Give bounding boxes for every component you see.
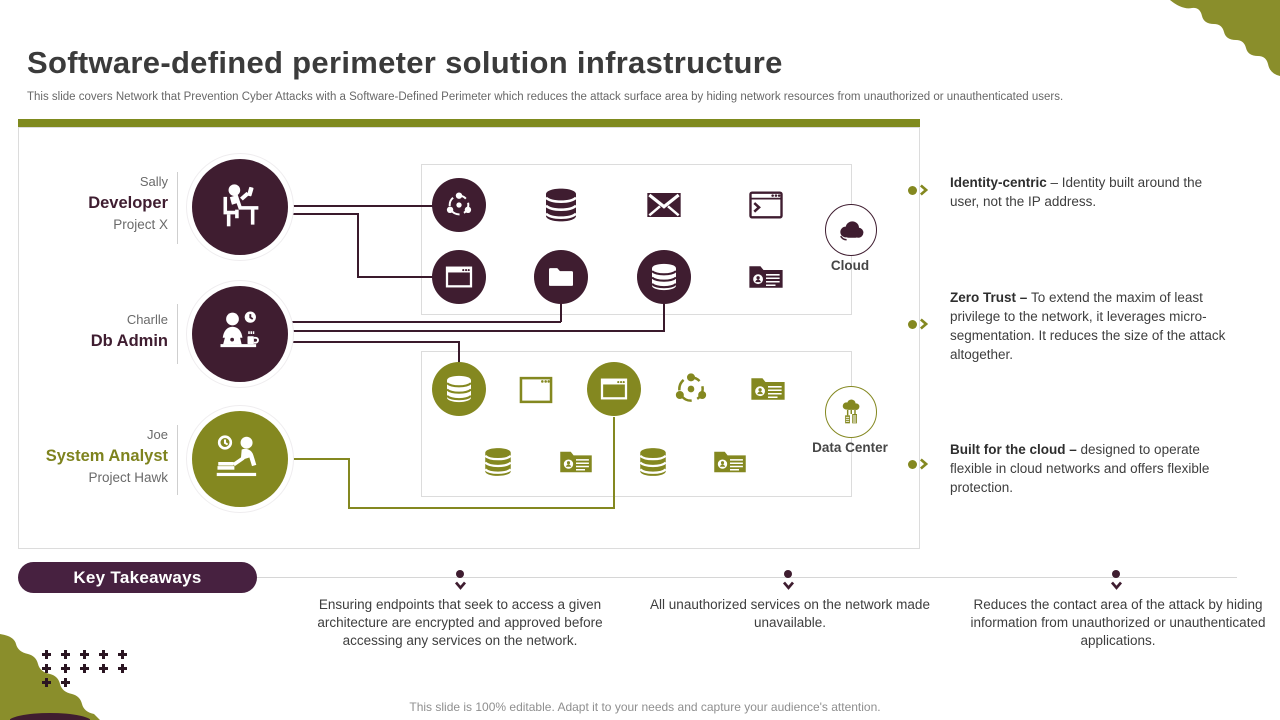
database-icon: [637, 250, 691, 304]
connector-joe-v2: [613, 417, 615, 509]
connector-joe-h1: [292, 458, 349, 460]
person-separator: [177, 172, 178, 244]
chevron-down-icon: [782, 581, 795, 590]
share-network-icon: [671, 369, 711, 409]
person-name: Sally: [139, 174, 168, 189]
connector-joe-h2: [348, 507, 615, 509]
connector-charlle-dcdb-v: [458, 341, 460, 364]
cloud-node: [825, 204, 877, 256]
contact-folder-icon: [712, 444, 748, 480]
person-label-charlle: Charlle Db Admin: [30, 312, 168, 354]
takeaway-text: All unauthorized services on the network…: [650, 597, 930, 630]
bullet-heading: Identity-centric: [950, 175, 1047, 190]
dot-icon: [1112, 570, 1120, 578]
bullet-body: To extend the maxim of least privilege t…: [950, 290, 1226, 362]
connector-charlle-folder-v: [560, 301, 562, 322]
contact-folder-icon: [747, 258, 785, 296]
person-name: Joe: [147, 427, 168, 442]
connector-charlle-db-v: [663, 303, 665, 332]
connector-joe-v1: [348, 458, 350, 509]
dot-icon: [784, 570, 792, 578]
datacenter-node: [825, 386, 877, 438]
datacenter-icon: [835, 396, 867, 428]
dot-icon: [908, 185, 917, 195]
contact-folder-icon: [749, 370, 787, 408]
takeaways-line: [257, 577, 1237, 578]
browser-window-icon: [517, 371, 555, 409]
person-project: Project X: [113, 217, 168, 233]
person-at-desk-icon: [210, 177, 270, 237]
cloud-icon: [835, 214, 867, 246]
database-icon: [541, 185, 581, 225]
page-title: Software-defined perimeter solution infr…: [27, 44, 783, 80]
key-takeaways-pill: Key Takeaways: [18, 562, 257, 593]
footer-note: This slide is 100% editable. Adapt it to…: [409, 700, 881, 714]
bullet-body: designed to operate flexible in cloud ne…: [950, 442, 1210, 495]
contact-folder-icon: [558, 444, 594, 480]
chevron-down-icon: [454, 581, 467, 590]
bullet-marker: [908, 318, 928, 330]
cloud-panel: [421, 164, 852, 315]
plus-pattern: [42, 650, 127, 692]
takeaway-marker: [452, 570, 468, 590]
cloud-label: Cloud: [830, 258, 870, 273]
mail-icon: [644, 185, 684, 225]
dot-icon: [456, 570, 464, 578]
connector-charlle-dcdb-h: [288, 341, 460, 343]
person-role: Developer: [88, 193, 168, 212]
avatar-joe: [192, 411, 288, 507]
corner-blob-top-right: [1170, 0, 1280, 76]
chevron-right-icon: [919, 318, 928, 330]
person-writing-icon: [210, 429, 270, 489]
person-separator: [177, 304, 178, 364]
person-separator: [177, 425, 178, 495]
takeaway-marker: [1108, 570, 1124, 590]
corner-blob-bottom-left-accent: [10, 713, 90, 720]
bullet-heading: Built for the cloud –: [950, 442, 1081, 457]
connector-sally-window-v: [357, 213, 359, 277]
takeaway-text: Reduces the contact area of the attack b…: [970, 597, 1266, 648]
datacenter-label: Data Center: [812, 440, 888, 455]
connector-charlle-folder-h: [288, 321, 561, 323]
database-icon: [481, 445, 515, 479]
person-project: Project Hawk: [88, 470, 168, 486]
person-role: System Analyst: [45, 446, 168, 465]
corner-blob-bottom-left: [0, 634, 100, 720]
connector-charlle-db-h: [288, 330, 665, 332]
takeaway-marker: [780, 570, 796, 590]
takeaway-text: Ensuring endpoints that seek to access a…: [317, 597, 603, 648]
avatar-sally: [192, 159, 288, 255]
page-subtitle: This slide covers Network that Preventio…: [27, 90, 1064, 103]
accent-bar: [18, 119, 920, 127]
bullet-marker: [908, 184, 928, 196]
bullet-item: Built for the cloud – designed to operat…: [950, 440, 1235, 497]
bullet-body: – Identity built around the user, not th…: [950, 175, 1203, 209]
chevron-right-icon: [919, 184, 928, 196]
chevron-down-icon: [1110, 581, 1123, 590]
connector-sally-window-h1: [288, 213, 358, 215]
bullet-marker: [908, 458, 928, 470]
terminal-window-icon: [747, 186, 785, 224]
avatar-charlle: [192, 286, 288, 382]
database-icon: [432, 362, 486, 416]
browser-window-icon: [432, 250, 486, 304]
database-icon: [636, 445, 670, 479]
bullet-item: Identity-centric – Identity built around…: [950, 173, 1235, 211]
connector-sally-network: [288, 205, 434, 207]
share-network-icon: [432, 178, 486, 232]
dot-icon: [908, 319, 917, 329]
bullet-item: Zero Trust – To extend the maxim of leas…: [950, 288, 1246, 364]
person-role: Db Admin: [90, 331, 168, 350]
person-label-joe: Joe System Analyst Project Hawk: [30, 427, 168, 487]
bullet-heading: Zero Trust –: [950, 290, 1032, 305]
person-at-laptop-icon: [210, 304, 270, 364]
chevron-right-icon: [919, 458, 928, 470]
person-label-sally: Sally Developer Project X: [30, 174, 168, 234]
person-name: Charlle: [126, 312, 168, 327]
connector-sally-window-h2: [357, 276, 434, 278]
dot-icon: [908, 459, 917, 469]
browser-window-icon: [587, 362, 641, 416]
folder-icon: [534, 250, 588, 304]
